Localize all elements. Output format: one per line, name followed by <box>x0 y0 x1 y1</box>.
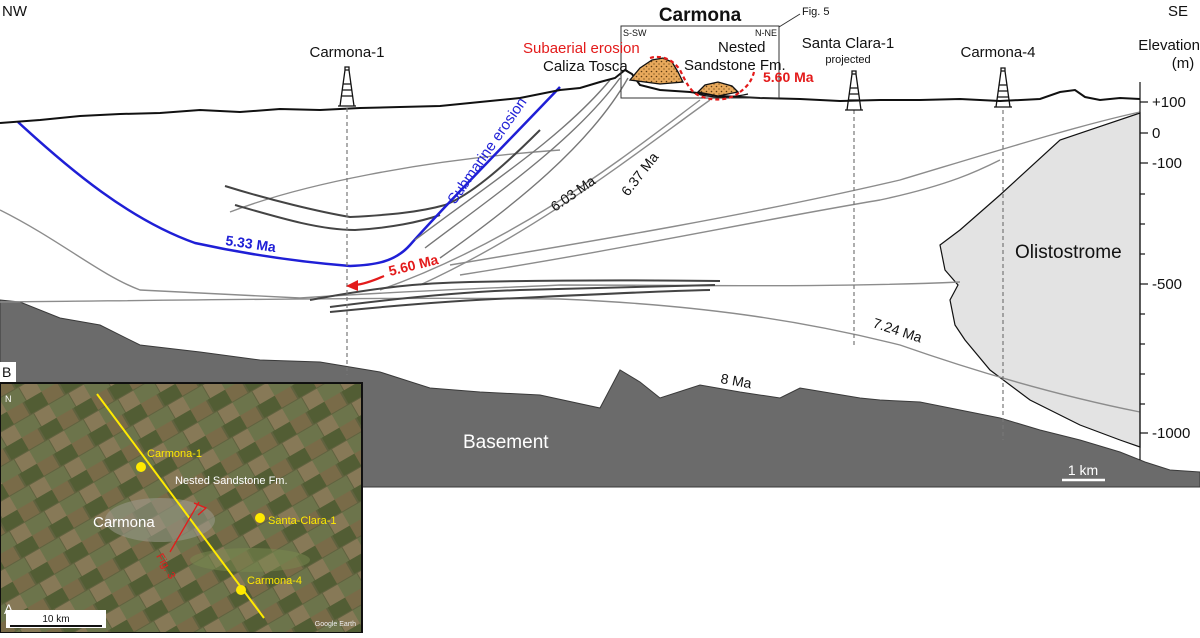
tick-minus1000: -1000 <box>1152 425 1190 442</box>
horizon-lines <box>0 99 1141 413</box>
map-town-area <box>105 498 215 542</box>
topography-line <box>0 68 1141 124</box>
fig5-label: Fig. 5 <box>802 6 830 18</box>
nested-label-2: Sandstone Fm. <box>684 57 786 74</box>
age-560-mid: 5.60 Ma <box>387 251 440 279</box>
nested-channel-line <box>693 92 749 98</box>
tick-0: 0 <box>1152 125 1160 142</box>
age-533: 5.33 Ma <box>225 232 278 255</box>
submarine-erosion-line <box>17 86 561 268</box>
derrick-icon-santa-clara <box>845 70 863 111</box>
olistostrome-body <box>939 112 1141 448</box>
corner-se: SE <box>1168 3 1188 20</box>
olistostrome-label: Olistostrome <box>1015 242 1122 263</box>
caliza-reflectors <box>414 77 629 259</box>
corner-nw: NW <box>2 3 28 20</box>
map-nested-label: Nested Sandstone Fm. <box>175 475 288 487</box>
age-8: 8 Ma <box>719 370 753 391</box>
subaerial-erosion-ext <box>739 71 756 93</box>
inset-left-label: S-SW <box>623 28 647 38</box>
panel-label-a: A <box>4 601 14 617</box>
derrick-icon-carmona1 <box>338 66 356 107</box>
inset-right-label: N-NE <box>755 28 777 38</box>
elevation-title-2: (m) <box>1172 55 1195 72</box>
title-carmona: Carmona <box>659 5 742 26</box>
map-dot-carmona4 <box>236 585 246 595</box>
map-town-label: Carmona <box>93 514 155 531</box>
panel-label-b: B <box>2 364 11 380</box>
subaerial-label: Subaerial erosion <box>523 40 640 57</box>
map-section-line <box>96 393 265 619</box>
caliza-tosca-label: Caliza Tosca <box>543 58 628 75</box>
well-carmona1-label: Carmona-1 <box>309 44 384 61</box>
well-carmona4-label: Carmona-4 <box>960 44 1035 61</box>
map-scale-label: 10 km <box>42 614 69 625</box>
map-carmona1-label: Carmona-1 <box>147 448 202 460</box>
basement-label: Basement <box>463 432 549 453</box>
tick-minus500: -500 <box>1152 276 1182 293</box>
carmona-inset-box <box>620 25 780 99</box>
map-santa-clara-label: Santa-Clara-1 <box>268 515 336 527</box>
scale-bar-label: 1 km <box>1068 462 1098 478</box>
map-dot-santa-clara <box>255 513 265 523</box>
map-fig3-line <box>169 501 200 553</box>
map-carmona4-label: Carmona-4 <box>247 575 302 587</box>
age-724: 7.24 Ma <box>871 315 924 346</box>
nested-label-1: Nested <box>718 39 766 56</box>
reflector-lines <box>224 129 721 313</box>
arrow-560-mid <box>346 274 385 291</box>
tick-minus100: -100 <box>1152 155 1182 172</box>
subaerial-erosion-line <box>649 55 741 101</box>
derrick-icon-carmona4 <box>994 67 1012 108</box>
tick-plus100: +100 <box>1152 94 1186 111</box>
well-santa-clara-label: Santa Clara-1 <box>802 35 895 52</box>
map-dot-carmona1 <box>136 462 146 472</box>
map-credit: Google Earth <box>315 621 356 628</box>
caliza-tosca-body <box>628 57 685 85</box>
nested-sandstone-body <box>696 81 740 97</box>
elevation-axis <box>1139 82 1148 460</box>
map-north: N <box>5 394 12 404</box>
map-panel <box>0 382 363 634</box>
well-santa-clara-note: projected <box>825 54 870 66</box>
elevation-title-1: Elevation <box>1138 37 1200 54</box>
age-560-top: 5.60 Ma <box>763 69 814 85</box>
age-603: 6.03 Ma <box>548 172 599 214</box>
borehole-lines <box>346 108 1004 440</box>
fig5-leader <box>778 13 801 28</box>
